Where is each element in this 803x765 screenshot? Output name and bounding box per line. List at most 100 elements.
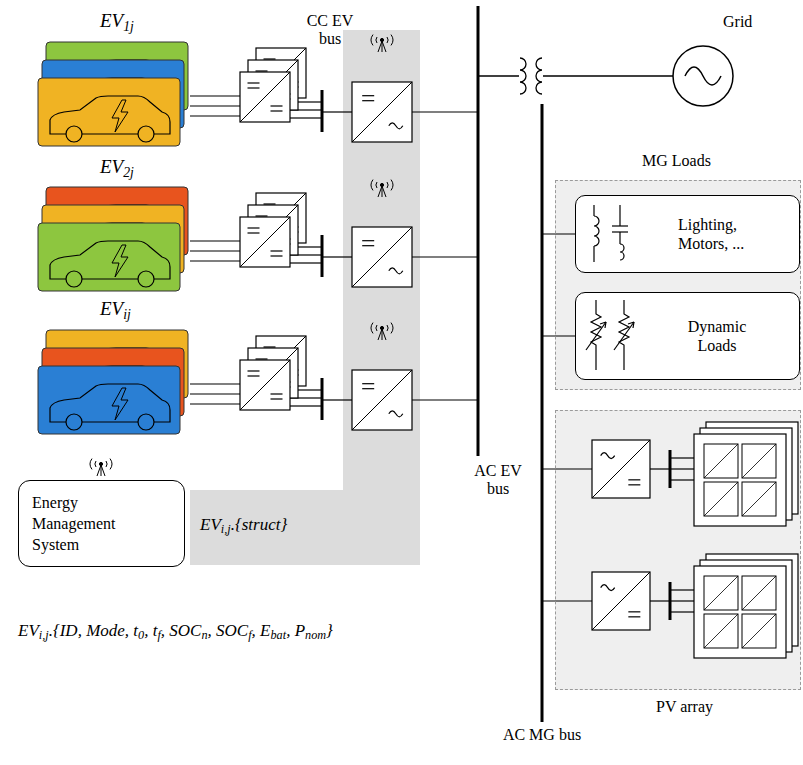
wire — [650, 468, 670, 469]
pv-cell — [742, 576, 776, 610]
load-box: Lighting, Motors, ... — [575, 195, 800, 273]
region-fill — [18, 180, 801, 690]
wire — [190, 393, 242, 394]
wire — [650, 600, 670, 601]
pv-inverter — [592, 572, 650, 630]
load-symbol — [620, 244, 624, 260]
dynamic-load-symbol — [586, 300, 634, 370]
antenna-icon — [387, 37, 388, 43]
ev-card — [38, 78, 180, 146]
wire — [670, 589, 694, 590]
dc-symbol — [362, 95, 374, 96]
dc-symbol — [271, 255, 283, 256]
node-text: Lighting, Motors, ... — [678, 215, 782, 253]
pv-cell — [704, 576, 738, 610]
wire — [190, 95, 242, 96]
wire — [670, 611, 694, 612]
car-wheel — [66, 271, 82, 287]
pv-cell — [742, 482, 776, 516]
grid-source — [673, 46, 733, 106]
transformer-symbol — [536, 58, 542, 94]
dc-symbol — [248, 232, 260, 233]
wire — [542, 600, 592, 601]
wire — [670, 457, 694, 458]
car-wheel — [138, 271, 154, 287]
antenna-icon — [378, 186, 386, 197]
grid-source — [685, 67, 721, 85]
wire — [542, 335, 575, 336]
node-text: Energy Management System — [32, 492, 156, 555]
load-symbol — [612, 225, 628, 226]
node-text: MG Loads — [642, 151, 732, 170]
antenna-icon — [99, 462, 102, 465]
dcac-converter — [352, 370, 412, 430]
region-fill — [575, 195, 800, 273]
dc-symbol — [248, 375, 260, 376]
wire — [322, 111, 352, 112]
wire — [412, 399, 478, 400]
bus-label: AC EV bus — [462, 462, 534, 498]
antenna-icon — [387, 182, 388, 188]
ev-group-label: EVij — [100, 300, 131, 318]
antenna-icon — [387, 325, 388, 331]
wire — [412, 256, 478, 257]
antenna-icon — [106, 461, 108, 467]
dc-symbol — [628, 616, 640, 617]
ev-group-label: EV2j — [100, 158, 134, 176]
bus-label: CC EV bus — [296, 12, 364, 48]
car-wheel — [138, 126, 154, 142]
antenna-icon — [371, 35, 373, 46]
dc-symbol — [362, 383, 374, 384]
ems-box: Energy Management System — [18, 480, 185, 567]
region-fill — [575, 292, 800, 380]
wire — [290, 262, 322, 263]
antenna-icon — [376, 182, 377, 188]
ac-bus — [541, 104, 544, 722]
pv-cell — [742, 614, 776, 648]
region-fill — [18, 480, 185, 567]
antenna-icon — [90, 459, 112, 476]
dc-symbol — [271, 250, 283, 251]
dcdc-converter — [240, 72, 290, 122]
car-wheel — [66, 414, 82, 430]
wire — [190, 383, 242, 384]
antenna-icon — [110, 459, 112, 470]
node-text: Dynamic Loads — [675, 317, 759, 355]
antenna-icon — [371, 180, 393, 197]
dc-symbol — [628, 484, 640, 485]
dc-symbol — [248, 370, 260, 371]
antenna-icon — [380, 183, 383, 186]
struct-fields-label: EVi,j.{ID, Mode, t0, tf, SOCn, SOCf, Eba… — [18, 622, 333, 640]
pv-cell — [742, 614, 776, 648]
cc-bus-bar — [321, 378, 324, 420]
region-fill — [555, 410, 801, 690]
cc-bus-bar — [321, 235, 324, 277]
pv-panel — [694, 434, 786, 526]
charge-bolt — [112, 100, 128, 132]
wire — [670, 600, 694, 601]
wire — [412, 111, 478, 112]
dcac-converter — [352, 227, 412, 287]
pv-panel — [694, 566, 786, 658]
wire — [542, 234, 592, 601]
ac-symbol — [601, 585, 615, 591]
antenna-icon — [391, 323, 393, 334]
load-symbol — [594, 216, 599, 246]
dc-symbol — [362, 240, 374, 241]
dcac-converter — [352, 227, 412, 287]
pv-cell — [742, 576, 776, 610]
transformer-symbol — [478, 58, 673, 94]
antenna-icon — [378, 329, 386, 340]
wire — [542, 233, 575, 234]
antenna-icon — [371, 35, 393, 52]
load-symbol — [593, 205, 594, 216]
ev-card — [38, 366, 180, 434]
pv-inverter — [592, 440, 650, 498]
wire — [190, 403, 242, 404]
dcdc-converter — [240, 217, 290, 267]
wire — [190, 250, 242, 251]
dcac-converter — [352, 370, 412, 430]
pv-region: PV array — [555, 410, 801, 690]
bus-label: AC MG bus — [502, 726, 582, 743]
